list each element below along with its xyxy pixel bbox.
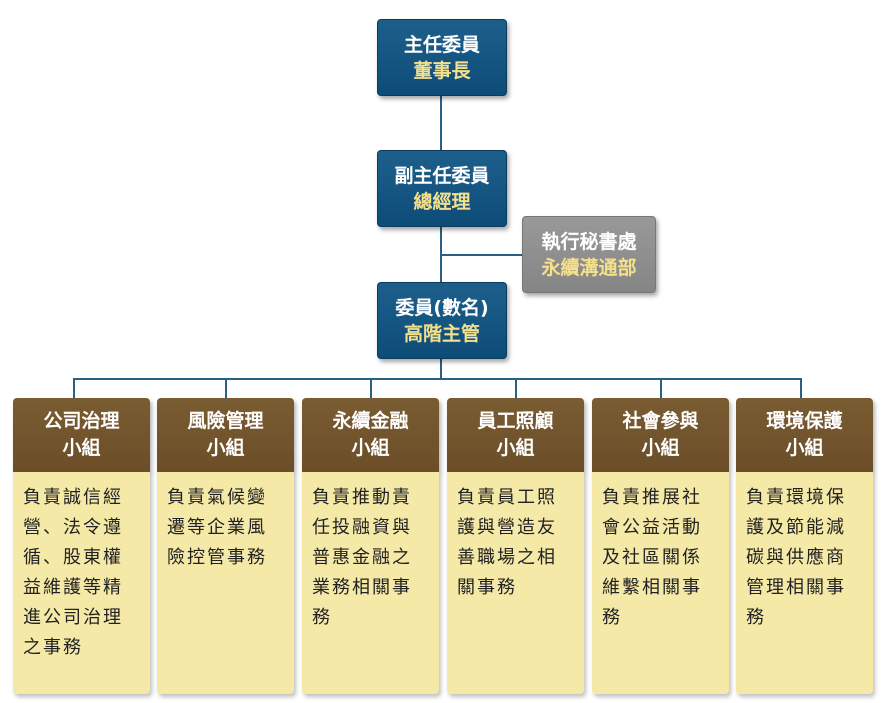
group-duty: 負責環境保護及節能減碳與供應商管理相關事務 <box>736 472 873 694</box>
group-suffix: 小組 <box>351 437 390 459</box>
vice-chair-role: 副主任委員 <box>394 164 490 187</box>
group-drop-3 <box>370 378 372 400</box>
secretariat-title: 永續溝通部 <box>541 256 637 279</box>
group-suffix: 小組 <box>206 437 245 459</box>
group-duty: 負責氣候變遷等企業風險控管事務 <box>157 472 294 694</box>
group-name: 員工照顧 <box>477 410 554 432</box>
chair-role: 主任委員 <box>403 33 480 56</box>
group-suffix: 小組 <box>785 437 824 459</box>
secretariat-box: 執行秘書處 永續溝通部 <box>522 216 656 293</box>
group-sustainable-finance: 永續金融 小組 負責推動責任投融資與普惠金融之業務相關事務 <box>302 398 439 694</box>
group-duty: 負責誠信經營、法令遵循、股東權益維護等精進公司治理之事務 <box>13 472 150 694</box>
group-name: 風險管理 <box>187 410 264 432</box>
secretariat-connector <box>440 254 522 256</box>
trunk-line <box>440 96 442 380</box>
group-drop-2 <box>225 378 227 400</box>
group-name: 環境保護 <box>766 410 843 432</box>
vice-chair-title: 總經理 <box>413 190 471 213</box>
group-duty: 負責員工照護與營造友善職場之相關事務 <box>447 472 584 694</box>
group-drop-6 <box>800 378 802 400</box>
groups-bus-line <box>73 378 801 380</box>
group-drop-1 <box>73 378 75 400</box>
group-risk-management: 風險管理 小組 負責氣候變遷等企業風險控管事務 <box>157 398 294 694</box>
group-duty: 負責推動責任投融資與普惠金融之業務相關事務 <box>302 472 439 694</box>
chair-title: 董事長 <box>413 59 471 82</box>
group-header: 風險管理 小組 <box>157 398 294 472</box>
vice-chair-box: 副主任委員 總經理 <box>377 150 507 227</box>
group-name: 公司治理 <box>43 410 120 432</box>
group-social-participation: 社會參與 小組 負責推展社會公益活動及社區關係維繫相關事務 <box>592 398 729 694</box>
group-name: 社會參與 <box>622 410 699 432</box>
members-title: 高階主管 <box>403 322 480 345</box>
group-header: 員工照顧 小組 <box>447 398 584 472</box>
group-duty: 負責推展社會公益活動及社區關係維繫相關事務 <box>592 472 729 694</box>
group-header: 社會參與 小組 <box>592 398 729 472</box>
group-name: 永續金融 <box>332 410 409 432</box>
group-corporate-governance: 公司治理 小組 負責誠信經營、法令遵循、股東權益維護等精進公司治理之事務 <box>13 398 150 694</box>
group-drop-5 <box>660 378 662 400</box>
group-header: 公司治理 小組 <box>13 398 150 472</box>
group-suffix: 小組 <box>641 437 680 459</box>
group-suffix: 小組 <box>496 437 535 459</box>
group-drop-4 <box>515 378 517 400</box>
group-header: 永續金融 小組 <box>302 398 439 472</box>
members-box: 委員(數名) 高階主管 <box>377 282 507 359</box>
group-environmental-protection: 環境保護 小組 負責環境保護及節能減碳與供應商管理相關事務 <box>736 398 873 694</box>
secretariat-role: 執行秘書處 <box>541 230 637 253</box>
group-employee-care: 員工照顧 小組 負責員工照護與營造友善職場之相關事務 <box>447 398 584 694</box>
group-header: 環境保護 小組 <box>736 398 873 472</box>
chair-box: 主任委員 董事長 <box>377 19 507 96</box>
group-suffix: 小組 <box>62 437 101 459</box>
members-role: 委員(數名) <box>395 296 489 319</box>
